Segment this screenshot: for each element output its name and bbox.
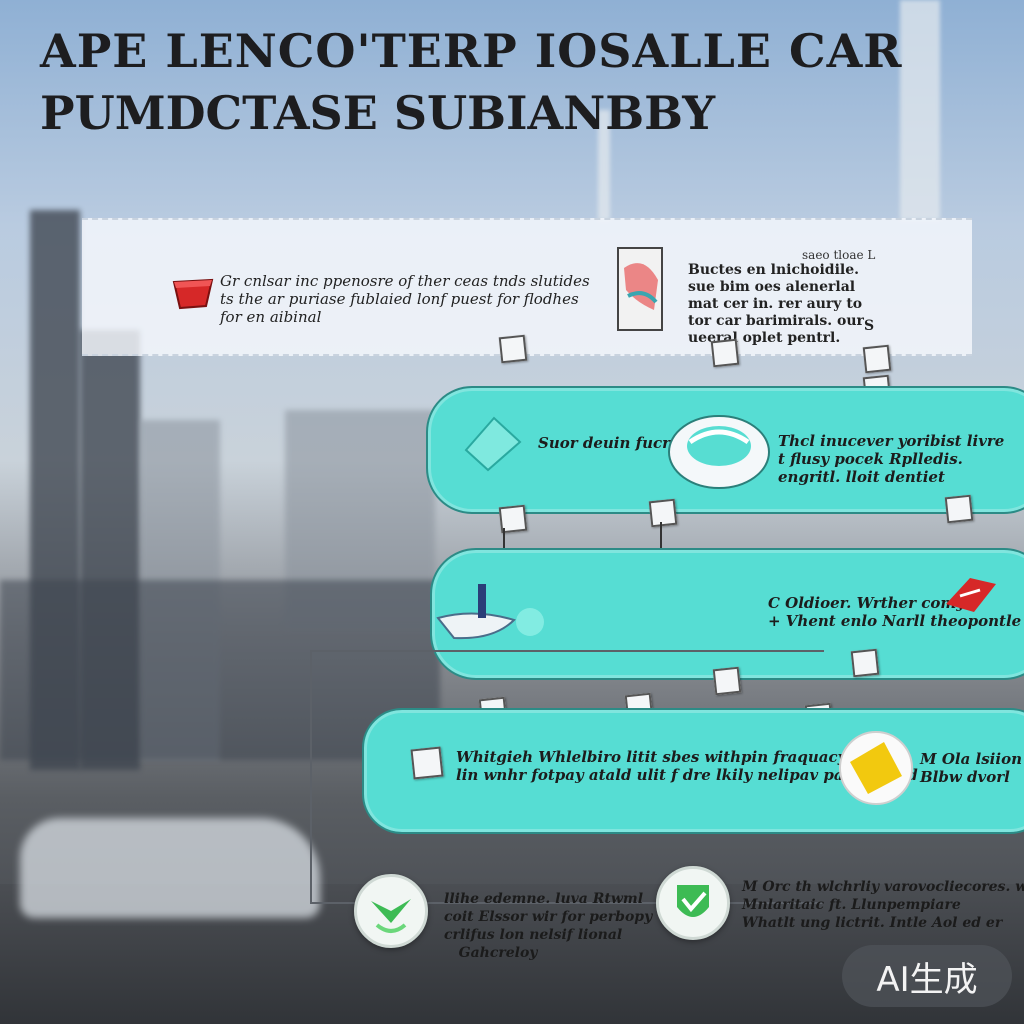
connector-node[interactable]	[850, 648, 880, 678]
step-row-3-marker	[410, 746, 444, 780]
green-shield-glyph	[677, 885, 709, 917]
top-panel: Gr cnlsar inc ppenosre of ther ceas tnds…	[82, 218, 972, 356]
step-row-1[interactable]: Suor deuin fucrnor Thcl inucever yoribis…	[426, 386, 1024, 514]
connector-node[interactable]	[498, 334, 528, 364]
step-row-3-left-text-content: Whitgieh Whlelbiro litit sbes withpin fr…	[456, 748, 918, 784]
boat-figure-icon	[436, 584, 544, 640]
background-pole	[900, 0, 940, 220]
flow-frame	[310, 650, 824, 904]
step-row-2[interactable]: C Oldioer. Wrther comy + Vhent enlo Narl…	[430, 548, 1024, 680]
step-row-3[interactable]: Whitgieh Whlelbiro litit sbes withpin fr…	[362, 708, 1024, 834]
step-row-2-right-text: C Oldioer. Wrther comy + Vhent enlo Narl…	[768, 594, 1021, 630]
green-shield-icon[interactable]	[354, 874, 428, 948]
connector-node[interactable]	[710, 338, 740, 368]
bottom-right-text-content: M Orc th wlchrliy varovocliecores. whir …	[742, 879, 1024, 931]
ai-generated-badge: AI生成	[842, 945, 1012, 1007]
step-row-1-right-text: Thcl inucever yoribist livre t flusy poc…	[778, 432, 1004, 486]
page-title: APE LENCO'TERP IOSALLE CAR	[40, 24, 903, 78]
connector-node[interactable]	[944, 494, 974, 524]
document-icon	[617, 247, 663, 331]
top-panel-text-left: Gr cnlsar inc ppenosre of ther ceas tnds…	[220, 272, 590, 326]
background-car	[20, 818, 320, 918]
connector-line	[660, 522, 662, 568]
step-row-1-left-text: Suor deuin fucrnor	[538, 434, 699, 452]
red-bird-icon	[946, 578, 996, 612]
green-shield-icon[interactable]	[656, 866, 730, 940]
teal-gem-icon	[464, 416, 522, 472]
top-panel-corner-label: saeo tloae L	[802, 248, 876, 262]
red-cup-icon	[172, 278, 214, 310]
background-pole	[598, 110, 610, 220]
step-row-2-right-text-content: C Oldioer. Wrther comy + Vhent enlo Narl…	[768, 594, 1022, 630]
bottom-right-text: M Orc th wlchrliy varovocliecores. whir …	[742, 878, 1024, 932]
top-panel-text-right: Buctes en lnichoidile. sue bim oes alene…	[688, 262, 864, 346]
bottom-left-text-content: llihe edemne. luva Rtwml coit Elssor wir…	[444, 891, 653, 961]
connector-node[interactable]	[712, 666, 742, 696]
green-shield-glyph	[371, 899, 411, 933]
disc-device-icon	[668, 415, 770, 489]
connector-node[interactable]	[648, 498, 678, 528]
page-subtitle: PUMDCTASE SUBIANBBY	[40, 86, 716, 140]
yellow-badge-icon	[839, 731, 913, 805]
bottom-left-text: llihe edemne. luva Rtwml coit Elssor wir…	[444, 890, 652, 962]
step-row-3-right-text-content: M Ola lsiion Blbw dvorl	[920, 750, 1022, 786]
step-row-1-right-text-content: Thcl inucever yoribist livre t flusy poc…	[778, 432, 1005, 486]
step-row-3-left-text: Whitgieh Whlelbiro litit sbes withpin fr…	[456, 748, 918, 784]
step-row-3-right-text: M Ola lsiion Blbw dvorl	[920, 750, 1022, 786]
top-panel-page-number: S	[864, 318, 875, 334]
connector-node[interactable]	[862, 344, 892, 374]
